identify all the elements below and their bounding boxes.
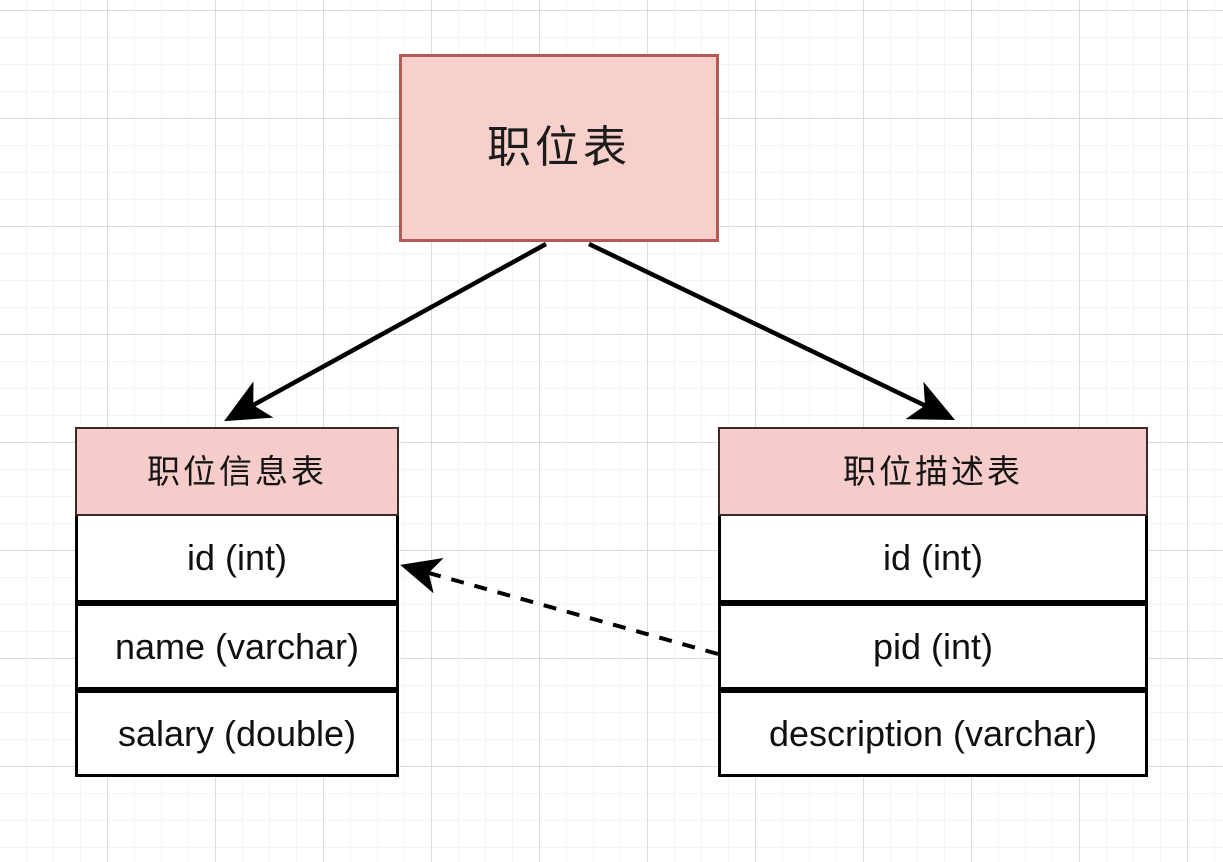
connector-root-to-right <box>588 241 956 421</box>
connector-pid-to-id <box>400 557 719 656</box>
root-entity-box[interactable]: 职位表 <box>399 54 719 242</box>
root-entity-title: 职位表 <box>487 122 631 173</box>
entity-header-position-info[interactable]: 职位信息表 <box>75 427 399 516</box>
entity-field-label: pid (int) <box>872 625 994 667</box>
entity-field-label: name (varchar) <box>114 625 360 667</box>
entity-field-label: id (int) <box>186 537 288 578</box>
entity-field-row[interactable]: id (int) <box>718 516 1148 603</box>
entity-title-position-info: 职位信息表 <box>147 452 327 491</box>
entity-position-description[interactable]: 职位描述表 id (int) pid (int) description (va… <box>718 427 1148 777</box>
entity-field-row[interactable]: pid (int) <box>718 603 1148 690</box>
entity-field-label: description (varchar) <box>768 712 1098 754</box>
entity-field-row[interactable]: id (int) <box>75 516 399 603</box>
entity-field-label: salary (double) <box>117 712 357 754</box>
entity-field-row[interactable]: name (varchar) <box>75 603 399 690</box>
entity-field-row[interactable]: salary (double) <box>75 690 399 777</box>
connector-root-to-left <box>224 242 548 422</box>
entity-header-position-description[interactable]: 职位描述表 <box>718 427 1148 516</box>
entity-field-label: id (int) <box>882 537 984 578</box>
entity-title-position-description: 职位描述表 <box>843 452 1023 491</box>
entity-field-row[interactable]: description (varchar) <box>718 690 1148 777</box>
entity-position-info[interactable]: 职位信息表 id (int) name (varchar) salary (do… <box>75 427 399 777</box>
